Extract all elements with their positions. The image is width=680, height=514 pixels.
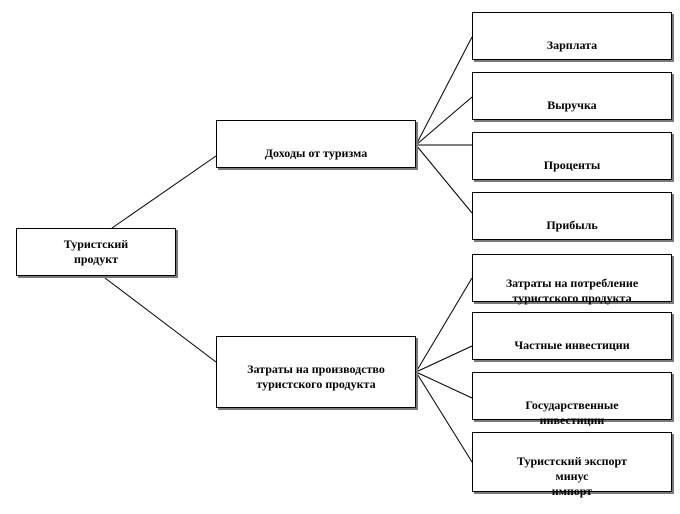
node-private-investment-label: Частные инвестиции <box>514 338 630 352</box>
node-profit-label: Прибыль <box>546 218 598 232</box>
node-revenue: Выручка <box>472 72 672 120</box>
node-production-costs-label: Затраты на производство туристского прод… <box>247 362 385 391</box>
connector-income-profit <box>415 144 473 214</box>
connector-costs-consumption <box>415 277 473 373</box>
node-production-costs: Затраты на производство туристского прод… <box>216 336 416 408</box>
node-profit: Прибыль <box>472 192 672 240</box>
node-tourism-export-label: Туристский экспорт минус импорт <box>517 454 627 498</box>
node-state-investment-label: Государственные инвестиции <box>525 398 619 427</box>
node-tourist-product: Туристский продукт <box>16 228 176 276</box>
connector-costs-export <box>415 371 473 463</box>
connector-costs-private <box>415 345 473 373</box>
node-salary-label: Зарплата <box>546 38 598 52</box>
connector-costs-state <box>415 371 473 399</box>
connector-root-income <box>111 155 217 229</box>
node-revenue-label: Выручка <box>547 98 597 112</box>
node-salary: Зарплата <box>472 12 672 60</box>
connector-root-costs <box>104 277 217 363</box>
node-consumption-costs: Затраты на потребление туристского проду… <box>472 254 672 305</box>
connector-income-salary <box>415 36 473 146</box>
node-interest-label: Проценты <box>543 158 601 172</box>
node-tourism-income-label: Доходы от туризма <box>264 146 368 160</box>
node-consumption-costs-label: Затраты на потребление туристского проду… <box>505 276 639 305</box>
node-tourism-income: Доходы от туризма <box>216 120 416 168</box>
node-tourist-product-label: Туристский продукт <box>63 237 129 266</box>
connector-income-revenue <box>415 96 473 146</box>
node-tourism-export: Туристский экспорт минус импорт <box>472 432 672 498</box>
node-state-investment: Государственные инвестиции <box>472 372 672 427</box>
node-private-investment: Частные инвестиции <box>472 312 672 360</box>
node-interest: Проценты <box>472 132 672 180</box>
